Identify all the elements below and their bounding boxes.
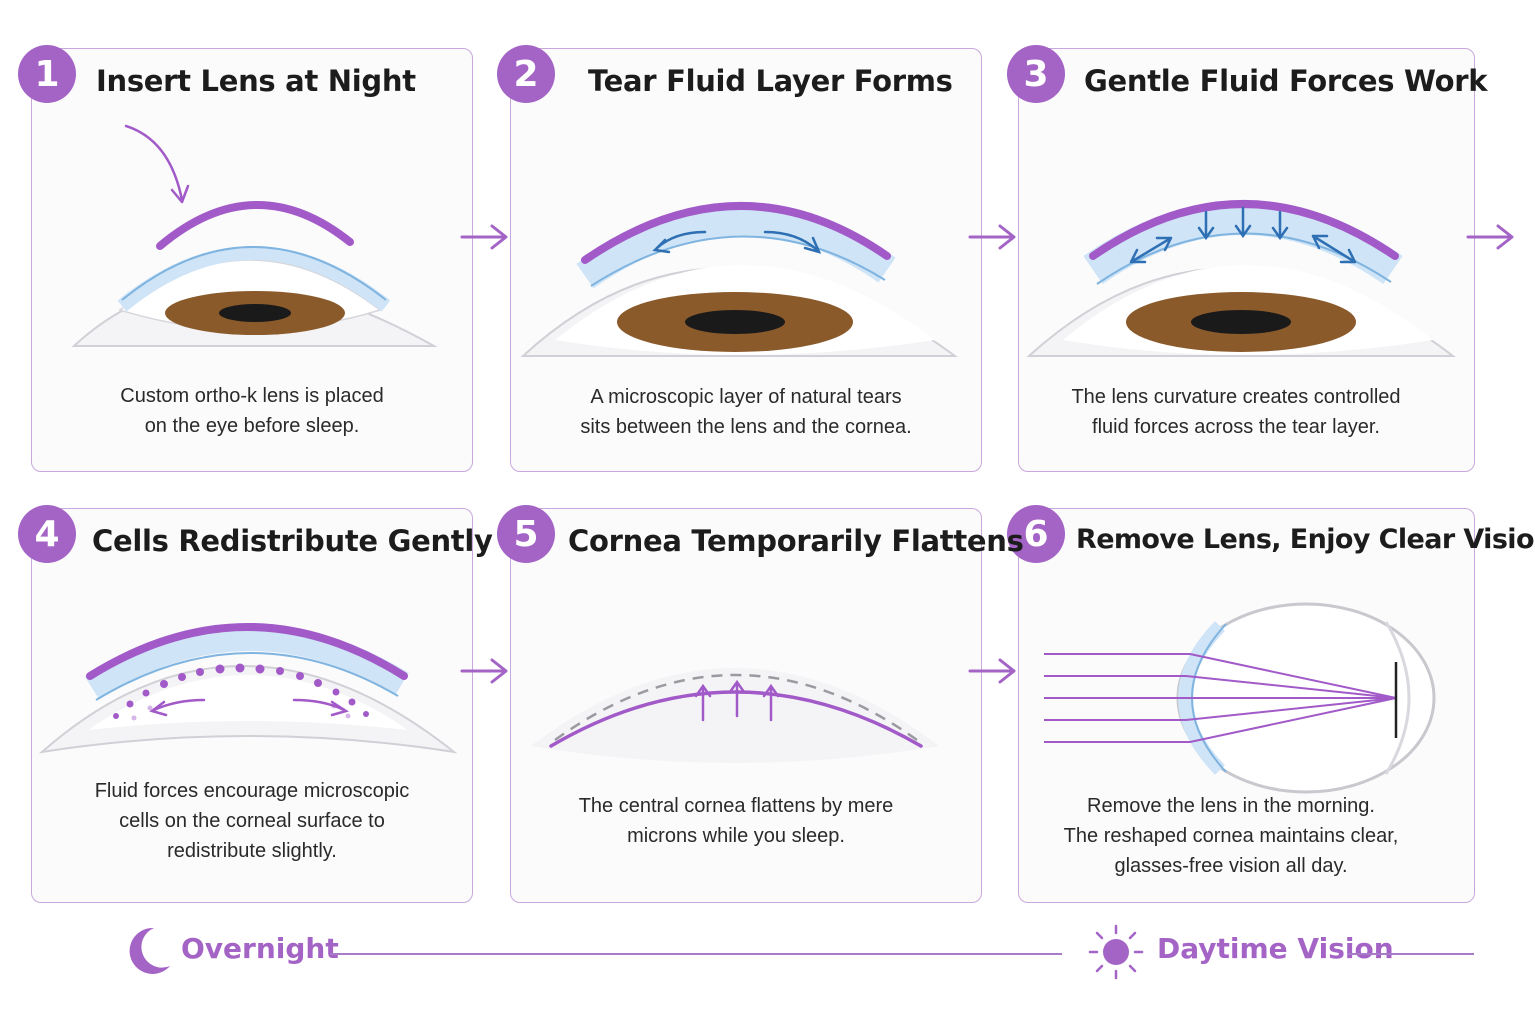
step-title-3: Gentle Fluid Forces Work — [1084, 64, 1488, 98]
step-4-desc-line: Fluid forces encourage microscopic — [94, 780, 410, 802]
step-5-desc-line: microns while you sleep. — [627, 825, 845, 847]
arrow-right-icon — [968, 224, 1016, 250]
step-description-3: The lens curvature creates controlled fl… — [1018, 382, 1454, 442]
step-number-badge-5: 5 — [497, 505, 555, 563]
eye-illustration-1 — [71, 124, 438, 347]
step-6-desc-line: glasses-free vision all day. — [1114, 855, 1348, 877]
step-description-1: Custom ortho-k lens is placed on the eye… — [31, 381, 473, 441]
step-description-5: The central cornea flattens by mere micr… — [500, 791, 972, 851]
step-title-6: Remove Lens, Enjoy Clear Vision — [1076, 524, 1535, 555]
daytime-vision-label: Daytime Vision — [1157, 932, 1394, 965]
arrow-right-icon — [460, 224, 508, 250]
step-5-desc-line: The central cornea flattens by mere — [578, 795, 894, 817]
arrow-right-icon — [460, 658, 508, 684]
step-number-badge-6: 6 — [1007, 505, 1065, 563]
step-description-2: A microscopic layer of natural tears sit… — [510, 382, 982, 442]
eye-illustration-2 — [520, 202, 959, 357]
step-3-desc-line: fluid forces across the tear layer. — [1092, 416, 1380, 438]
step-2-desc-line: A microscopic layer of natural tears — [590, 386, 902, 408]
step-description-4: Fluid forces encourage microscopic cells… — [31, 776, 473, 866]
sun-icon — [1088, 924, 1144, 980]
timeline-line-end — [1348, 953, 1474, 955]
step-number-badge-3: 3 — [1007, 45, 1065, 103]
step-title-4: Cells Redistribute Gently — [92, 524, 493, 558]
eye-illustration-3 — [1026, 200, 1456, 357]
step-3-desc-line: The lens curvature creates controlled — [1071, 386, 1401, 408]
arrow-right-icon — [1466, 224, 1514, 250]
step-number-badge-2: 2 — [497, 45, 555, 103]
step-description-6: Remove the lens in the morning. The resh… — [1000, 791, 1462, 881]
eye-illustration-4 — [38, 623, 458, 754]
step-4-desc-line: cells on the corneal surface to — [119, 810, 385, 832]
vision-illustration-6 — [1044, 602, 1436, 794]
step-1-desc-line: on the eye before sleep. — [144, 415, 360, 437]
step-title-5: Cornea Temporarily Flattens — [568, 524, 1024, 558]
arrow-right-icon — [968, 658, 1016, 684]
step-6-desc-line: The reshaped cornea maintains clear, — [1063, 825, 1399, 847]
step-2-desc-line: sits between the lens and the cornea. — [580, 416, 912, 438]
timeline-line — [330, 953, 1062, 955]
cornea-illustration-5 — [531, 668, 939, 763]
step-number-badge-1: 1 — [18, 45, 76, 103]
step-1-desc-line: Custom ortho-k lens is placed — [120, 385, 384, 407]
step-number-badge-4: 4 — [18, 505, 76, 563]
moon-icon — [129, 927, 170, 974]
step-4-desc-line: redistribute slightly. — [167, 840, 337, 862]
step-title-1: Insert Lens at Night — [96, 64, 416, 98]
overnight-label: Overnight — [181, 932, 339, 965]
step-6-desc-line: Remove the lens in the morning. — [1087, 795, 1375, 817]
step-title-2: Tear Fluid Layer Forms — [588, 64, 953, 98]
